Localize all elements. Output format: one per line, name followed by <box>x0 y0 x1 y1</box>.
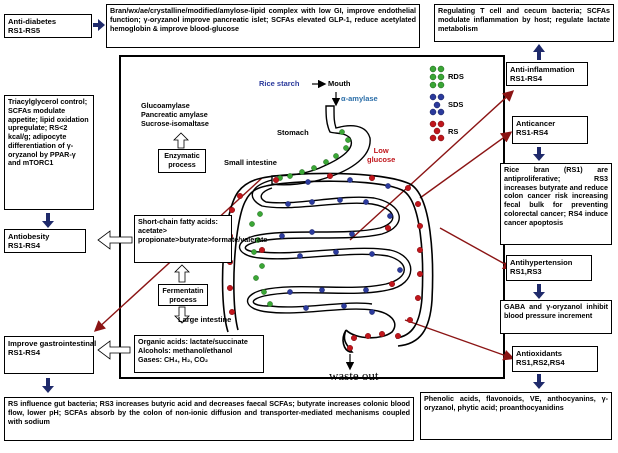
large-intestine-shape <box>221 172 434 353</box>
arrow-to-antihypertension <box>439 227 515 270</box>
navy-arrow-anticancer <box>533 147 545 161</box>
gut-bacteria-box: RS influence gut bacteria; RS3 increases… <box>4 397 414 441</box>
hollow-arrow-fermentation-down <box>174 306 190 324</box>
navy-arrow-anti-diabetes <box>93 19 105 31</box>
hollow-arrow-antiobesity <box>97 230 133 250</box>
label-stomach: Stomach <box>277 128 309 137</box>
enzymes-box: Glucoamylase Pancreatic amylase Sucrose-… <box>141 101 209 128</box>
rice-bran-box: Rice bran (RS1) are antiproliferative; R… <box>500 163 612 245</box>
organic-acids-box: Organic acids: lactate/succinate Alcohol… <box>134 335 264 373</box>
navy-arrow-antioxidants <box>533 374 545 389</box>
label-large-intestine: Large intestine <box>178 315 232 324</box>
arrow-to-antioxidants <box>404 319 515 361</box>
legend-rs-label: RS <box>448 127 459 136</box>
improve-gi-box: Improve gastrointestinal RS1-RS4 <box>4 336 96 374</box>
navy-arrow-anti-inflammation <box>533 44 545 60</box>
label-rice-starch: Rice starch <box>259 79 300 88</box>
legend-sds-swatch <box>429 93 445 116</box>
anti-diabetes-detail-box: Bran/wx/ae/crystalline/modified/amylose-… <box>106 4 420 48</box>
navy-arrow-improve-gi <box>42 378 54 393</box>
gases-line: Gases: CH₄, H₂, CO₂ <box>138 354 209 364</box>
arrow-to-anti-inflammation <box>349 90 515 241</box>
label-waste-out: waste out <box>329 368 379 383</box>
navy-arrow-antiobesity <box>42 213 54 228</box>
phenolic-box: Phenolic acids, flavonoids, VE, anthocya… <box>420 392 612 440</box>
label-small-intestine: Small intestine <box>224 158 277 167</box>
anti-inflammation-box: Anti-inflammation RS1-RS4 <box>506 62 588 86</box>
enzymatic-process-box: Enzymatic process <box>158 149 206 173</box>
fermentation-process-box: Fermentatin process <box>158 284 208 306</box>
gaba-box: GABA and γ-oryzanol inhibit blood pressu… <box>500 300 612 334</box>
antioxidants-box: Antioxidants RS1,RS2,RS4 <box>512 346 598 372</box>
antiobesity-box: Antiobesity RS1-RS4 <box>4 229 86 253</box>
sds-granules <box>279 177 403 315</box>
label-low-glucose: Low glucose <box>367 146 396 164</box>
antihypertension-box: Antihypertension RS1,RS3 <box>506 255 592 281</box>
label-alpha-amylase: α-amylase <box>341 94 378 103</box>
anti-diabetes-box: Anti-diabetes RS1-RS5 <box>4 14 92 38</box>
scfa-box: Short-chain fatty acids: acetate> propio… <box>134 215 267 263</box>
label-mouth: Mouth <box>328 79 351 88</box>
rds-granules <box>249 129 351 307</box>
navy-arrow-antihypertension <box>533 284 545 299</box>
regulating-box: Regulating T cell and cecum bacteria; SC… <box>434 4 614 42</box>
small-intestine-shape <box>239 179 412 314</box>
anticancer-box: Anticancer RS1-RS4 <box>512 116 588 144</box>
legend-rds-swatch <box>429 65 445 89</box>
legend-sds-label: SDS <box>448 100 464 109</box>
triacylglycerol-box: Triacylglycerol control; SCFAs modulate … <box>4 95 94 210</box>
organic-acids-line: Organic acids: lactate/succinate <box>138 337 248 346</box>
hollow-arrow-improve-gi <box>97 340 131 360</box>
hollow-arrow-enzymatic <box>173 132 189 149</box>
hollow-arrow-fermentation-up <box>174 264 190 283</box>
legend-rs-swatch <box>429 120 445 142</box>
alcohols-line: Alcohols: methanol/ethanol <box>138 345 233 355</box>
legend-rds-label: RDS <box>448 72 464 81</box>
arrow-to-anticancer <box>419 131 513 199</box>
